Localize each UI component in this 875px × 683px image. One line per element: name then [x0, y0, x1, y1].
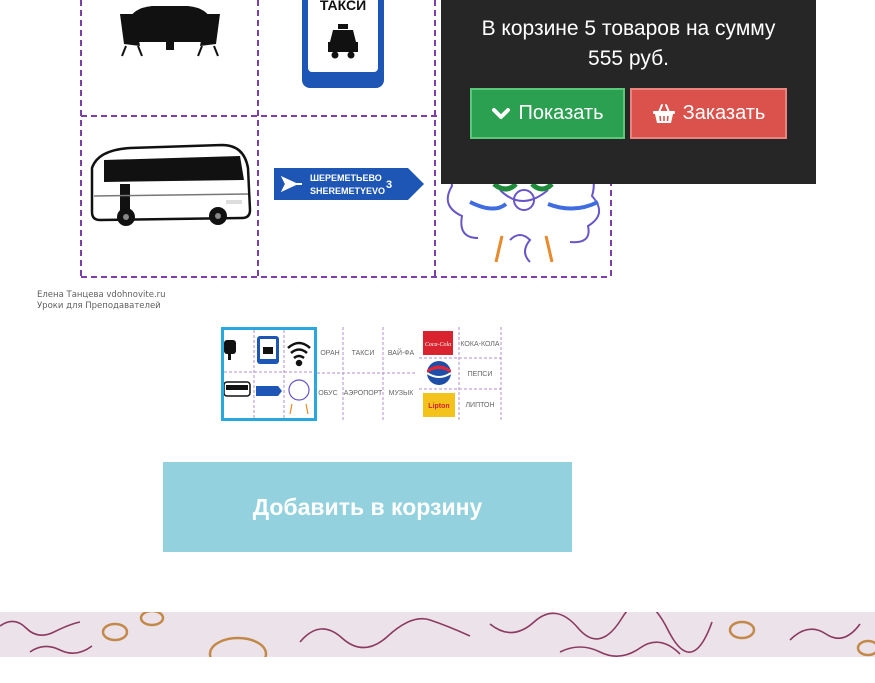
svg-text:ШЕРЕМЕТЬЕВО: ШЕРЕМЕТЬЕВО — [310, 173, 382, 183]
thumb3-label-2: ПЕПСИ — [468, 371, 493, 378]
thumb-music-icon — [288, 379, 310, 415]
show-cart-button[interactable]: Показать — [470, 88, 625, 139]
thumbnail-2[interactable]: ОРАН ТАКСИ ВАЙ-ФА ОБУС АЭРОПОРТ МУЗЫК — [317, 327, 417, 421]
svg-text:Lipton: Lipton — [428, 403, 449, 410]
bus-icon — [90, 143, 252, 226]
thumbnail-3[interactable]: Coca-Cola Lipton КОКА-КОЛА ПЕПСИ ЛИПТОН — [419, 327, 515, 421]
svg-text:ТАКСИ: ТАКСИ — [320, 0, 366, 13]
thumb3-label-3: ЛИПТОН — [465, 402, 494, 409]
thumbnail-3-svg: Coca-Cola Lipton КОКА-КОЛА ПЕПСИ ЛИПТОН — [419, 327, 502, 421]
add-to-cart-button[interactable]: Добавить в корзину — [163, 462, 572, 552]
lipton-logo: Lipton — [423, 393, 455, 417]
taxi-sign-icon: ТАКСИ — [302, 0, 384, 88]
svg-text:Coca-Cola: Coca-Cola — [425, 342, 451, 348]
thumbnail-2-svg: ОРАН ТАКСИ ВАЙ-ФА ОБУС АЭРОПОРТ МУЗЫК — [317, 327, 417, 421]
thumb2-label-6: МУЗЫК — [389, 390, 415, 397]
pepsi-logo — [426, 361, 452, 385]
thumb2-label-2: ТАКСИ — [352, 350, 375, 357]
thumb2-label-5: АЭРОПОРТ — [344, 390, 383, 397]
image-credit: Елена Танцева vdohnovite.ru Уроки для Пр… — [37, 290, 166, 312]
thumb-wifi-icon — [287, 341, 311, 367]
thumb2-label-3: ВАЙ-ФА — [388, 348, 415, 357]
thumbnail-1-selected[interactable] — [221, 327, 317, 421]
thumb-bus-icon — [224, 381, 251, 397]
cart-popup: В корзине 5 товаров на сумму 555 руб. По… — [441, 0, 816, 184]
cart-summary-total: 555 руб. — [588, 47, 669, 70]
svg-text:3: 3 — [386, 179, 392, 191]
thumb-taxi-icon — [257, 336, 279, 364]
handwriting-banner-svg — [0, 612, 875, 657]
thumb2-label-1: ОРАН — [320, 350, 339, 357]
product-main-image[interactable]: ТАКСИ ШЕРЕМЕТЬЕВО SHEREMETYEVO 3 — [0, 0, 640, 320]
cafe-icon — [120, 6, 220, 57]
airport-sign-icon: ШЕРЕМЕТЬЕВО SHEREMETYEVO 3 — [274, 168, 424, 200]
thumbnail-1-svg — [224, 330, 314, 418]
thumb-cafe-icon — [224, 340, 236, 360]
cart-summary: В корзине 5 товаров на сумму 555 руб. — [441, 14, 816, 74]
coca-cola-logo: Coca-Cola — [423, 331, 453, 355]
chevron-down-icon — [491, 104, 511, 124]
product-image-svg: ТАКСИ ШЕРЕМЕТЬЕВО SHEREMETYEVO 3 — [80, 0, 612, 278]
order-button[interactable]: Заказать — [630, 88, 787, 139]
thumb3-label-1: КОКА-КОЛА — [460, 341, 499, 348]
shopping-basket-icon — [652, 103, 676, 125]
order-label: Заказать — [682, 102, 766, 124]
image-credit-author: Елена Танцева vdohnovite.ru — [37, 290, 166, 300]
svg-text:SHEREMETYEVO: SHEREMETYEVO — [310, 186, 385, 196]
show-cart-label: Показать — [518, 102, 604, 124]
image-credit-subtitle: Уроки для Преподавателей — [37, 301, 161, 311]
handwriting-banner-image — [0, 612, 875, 657]
thumb-airport-icon — [256, 386, 282, 396]
thumb2-label-4: ОБУС — [318, 390, 337, 397]
cart-summary-line1: В корзине 5 товаров на сумму — [481, 17, 776, 40]
